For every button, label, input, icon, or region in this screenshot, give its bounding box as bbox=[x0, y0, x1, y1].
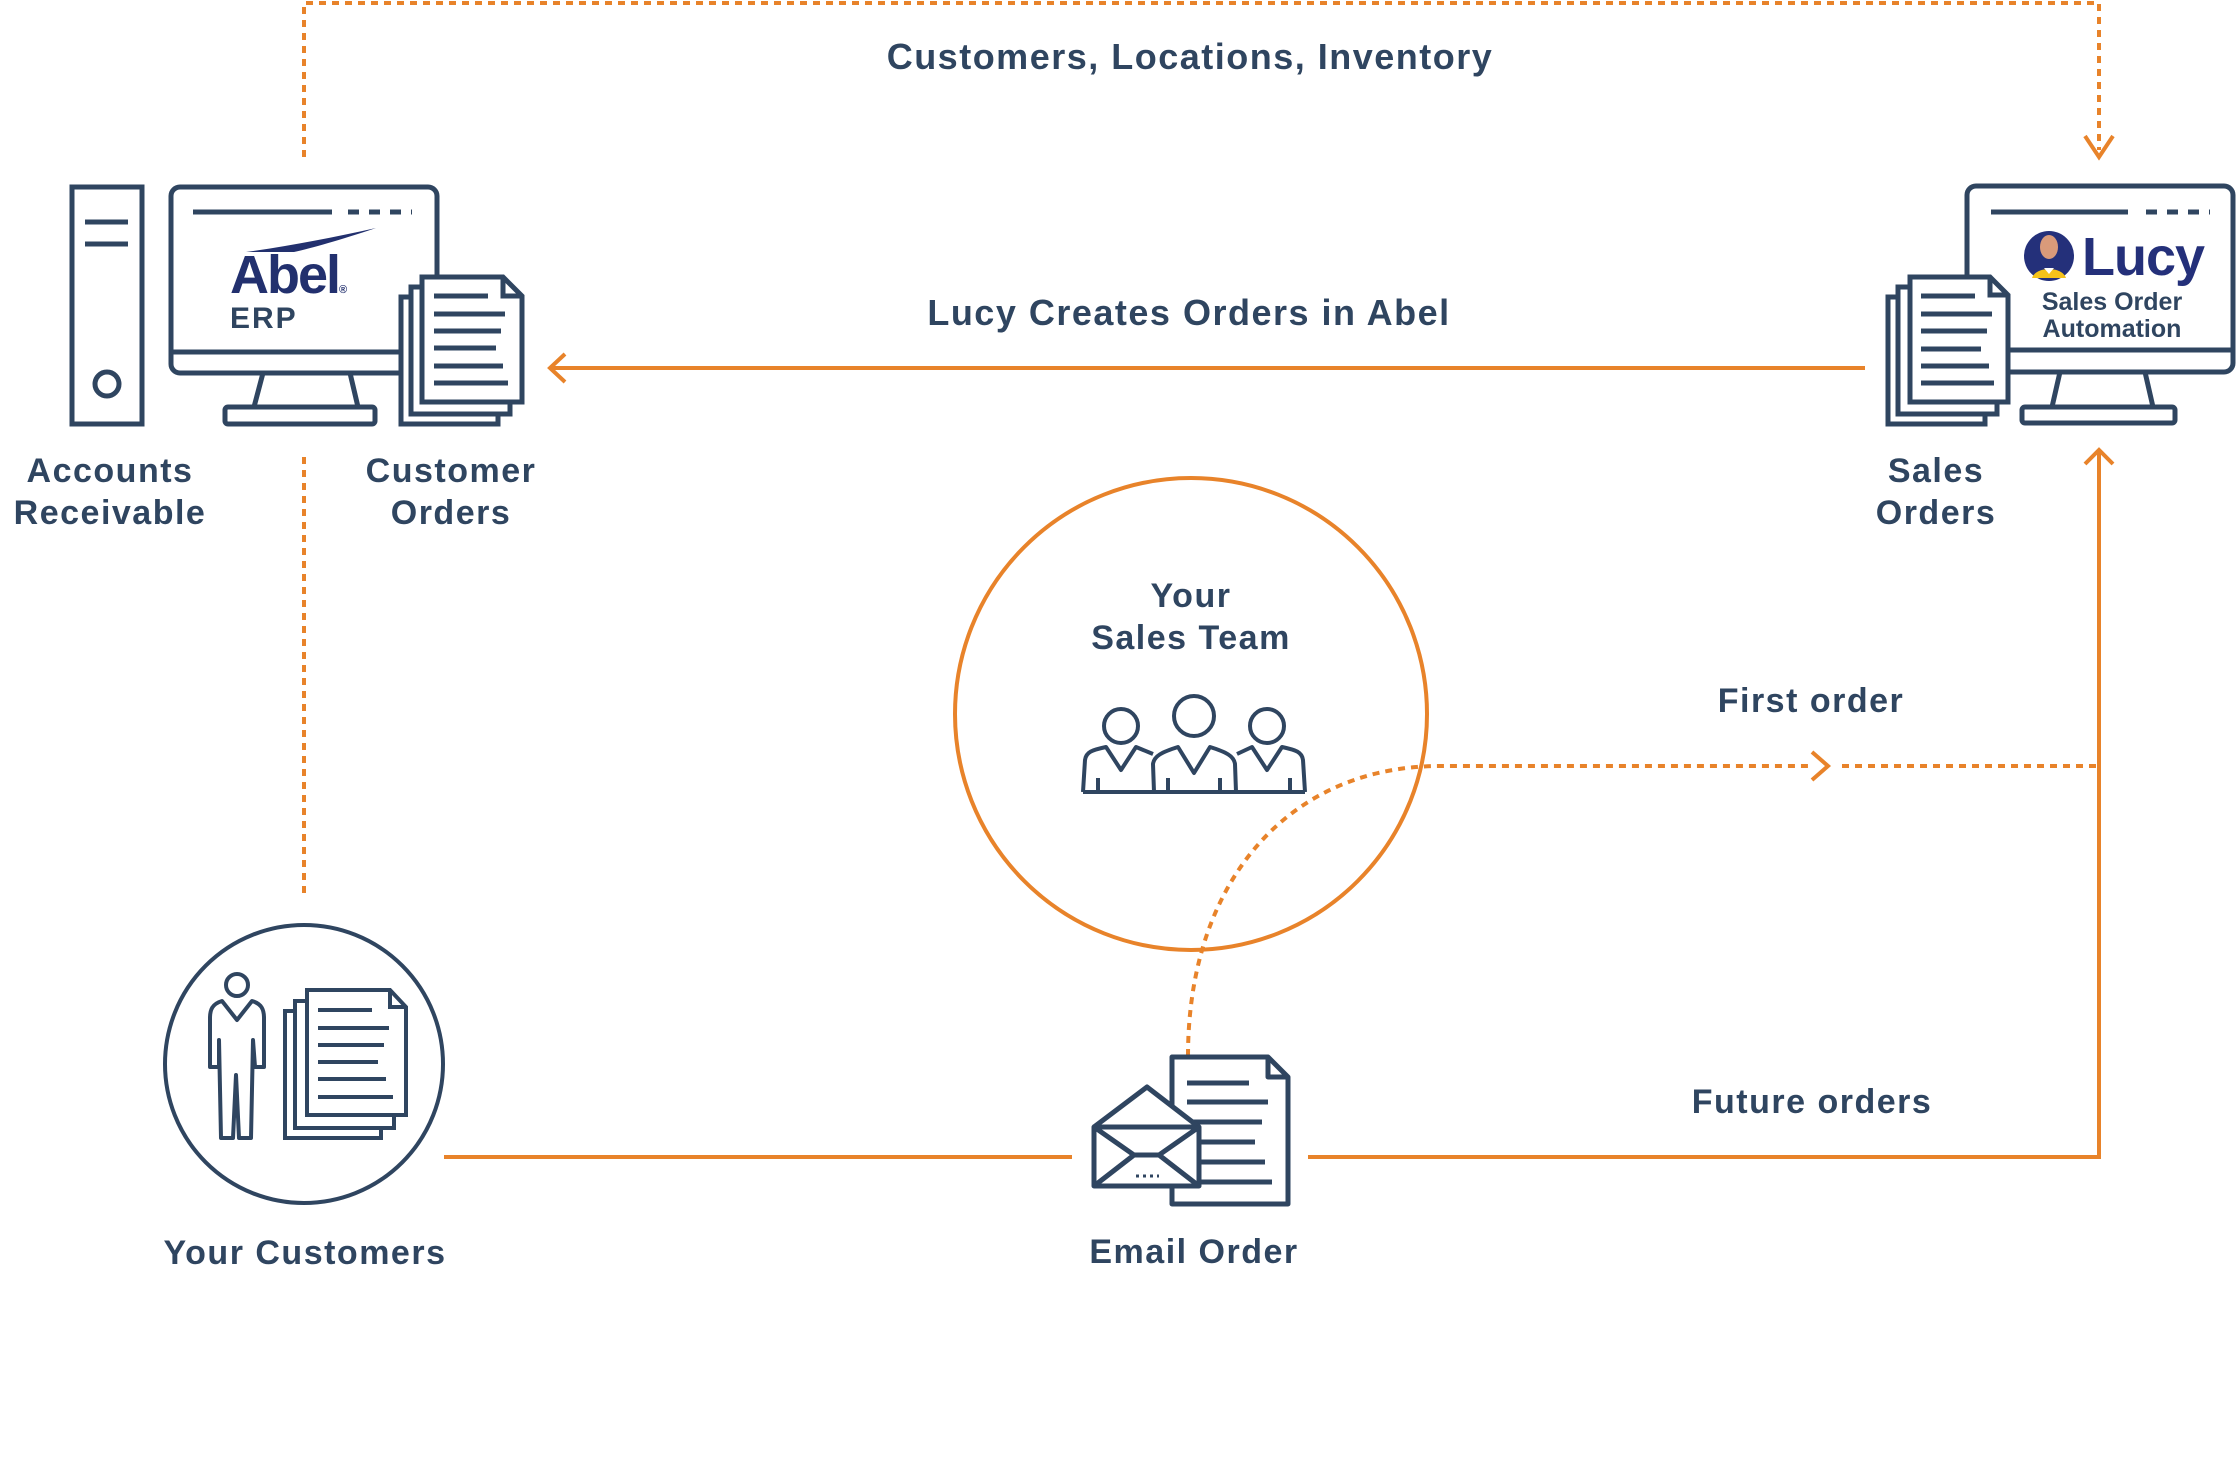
customer-docs-icon bbox=[283, 988, 408, 1140]
sales-orders-docs-icon bbox=[1885, 274, 2011, 427]
server-tower-icon bbox=[69, 184, 145, 427]
first-order-dotted-curve bbox=[1186, 764, 1812, 1057]
sync-connector-dotted bbox=[302, 1, 2101, 157]
abel-logo-swoosh-icon bbox=[246, 228, 376, 252]
accounts-receivable-line1: Accounts bbox=[26, 452, 194, 490]
customer-orders-label: Customer Orders bbox=[366, 450, 537, 534]
sales-orders-line2: Orders bbox=[1875, 494, 1997, 532]
customer-orders-docs-icon bbox=[398, 274, 525, 427]
sync-arrowhead bbox=[2083, 134, 2115, 161]
lucy-avatar-icon bbox=[2024, 231, 2074, 281]
lucy-workstation bbox=[1885, 183, 2236, 427]
envelope-icon bbox=[1091, 1084, 1202, 1189]
first-order-label: First order bbox=[1717, 682, 1905, 720]
customers-label: Your Customers bbox=[163, 1234, 447, 1272]
lucy-subtitle-line1: Sales Order bbox=[2041, 288, 2183, 316]
abel-logo: Abel® bbox=[230, 244, 347, 306]
sales-orders-label: Sales Orders bbox=[1876, 450, 1997, 534]
customer-person-icon bbox=[208, 972, 266, 1140]
sales-team-circle bbox=[953, 476, 1429, 952]
accounts-receivable-label: Accounts Receivable bbox=[14, 450, 207, 534]
create-orders-arrowhead bbox=[547, 352, 567, 384]
lucy-logo-text: Lucy bbox=[2082, 227, 2205, 287]
email-order-label: Email Order bbox=[1089, 1233, 1299, 1271]
top-sync-label: Customers, Locations, Inventory bbox=[886, 36, 1494, 77]
abel-logo-text: Abel bbox=[230, 245, 341, 305]
lucy-subtitle: Sales Order Automation bbox=[2042, 289, 2182, 343]
email-order-icon bbox=[1091, 1054, 1291, 1207]
customers-group bbox=[163, 923, 445, 1205]
sales-orders-line1: Sales bbox=[1887, 452, 1985, 490]
abel-erp-subtitle: ERP bbox=[230, 302, 298, 335]
sales-team-line2: Sales Team bbox=[1091, 619, 1291, 657]
abel-erp-workstation bbox=[69, 184, 525, 427]
lucy-subtitle-line2: Automation bbox=[2042, 315, 2182, 343]
sales-team-label: Your Sales Team bbox=[1091, 575, 1291, 659]
lucy-inbound-arrowhead bbox=[2083, 447, 2115, 466]
registered-mark: ® bbox=[339, 284, 348, 296]
customer-orders-line2: Orders bbox=[390, 494, 512, 532]
sales-team-line1: Your bbox=[1150, 577, 1232, 615]
customer-orders-line1: Customer bbox=[365, 452, 537, 490]
accounts-receivable-line2: Receivable bbox=[13, 494, 207, 532]
customers-circle bbox=[163, 923, 445, 1205]
first-order-arrowhead bbox=[1810, 750, 1832, 782]
sales-team-people-icon bbox=[1081, 694, 1307, 794]
future-orders-label: Future orders bbox=[1691, 1083, 1933, 1121]
create-orders-label: Lucy Creates Orders in Abel bbox=[927, 292, 1451, 333]
